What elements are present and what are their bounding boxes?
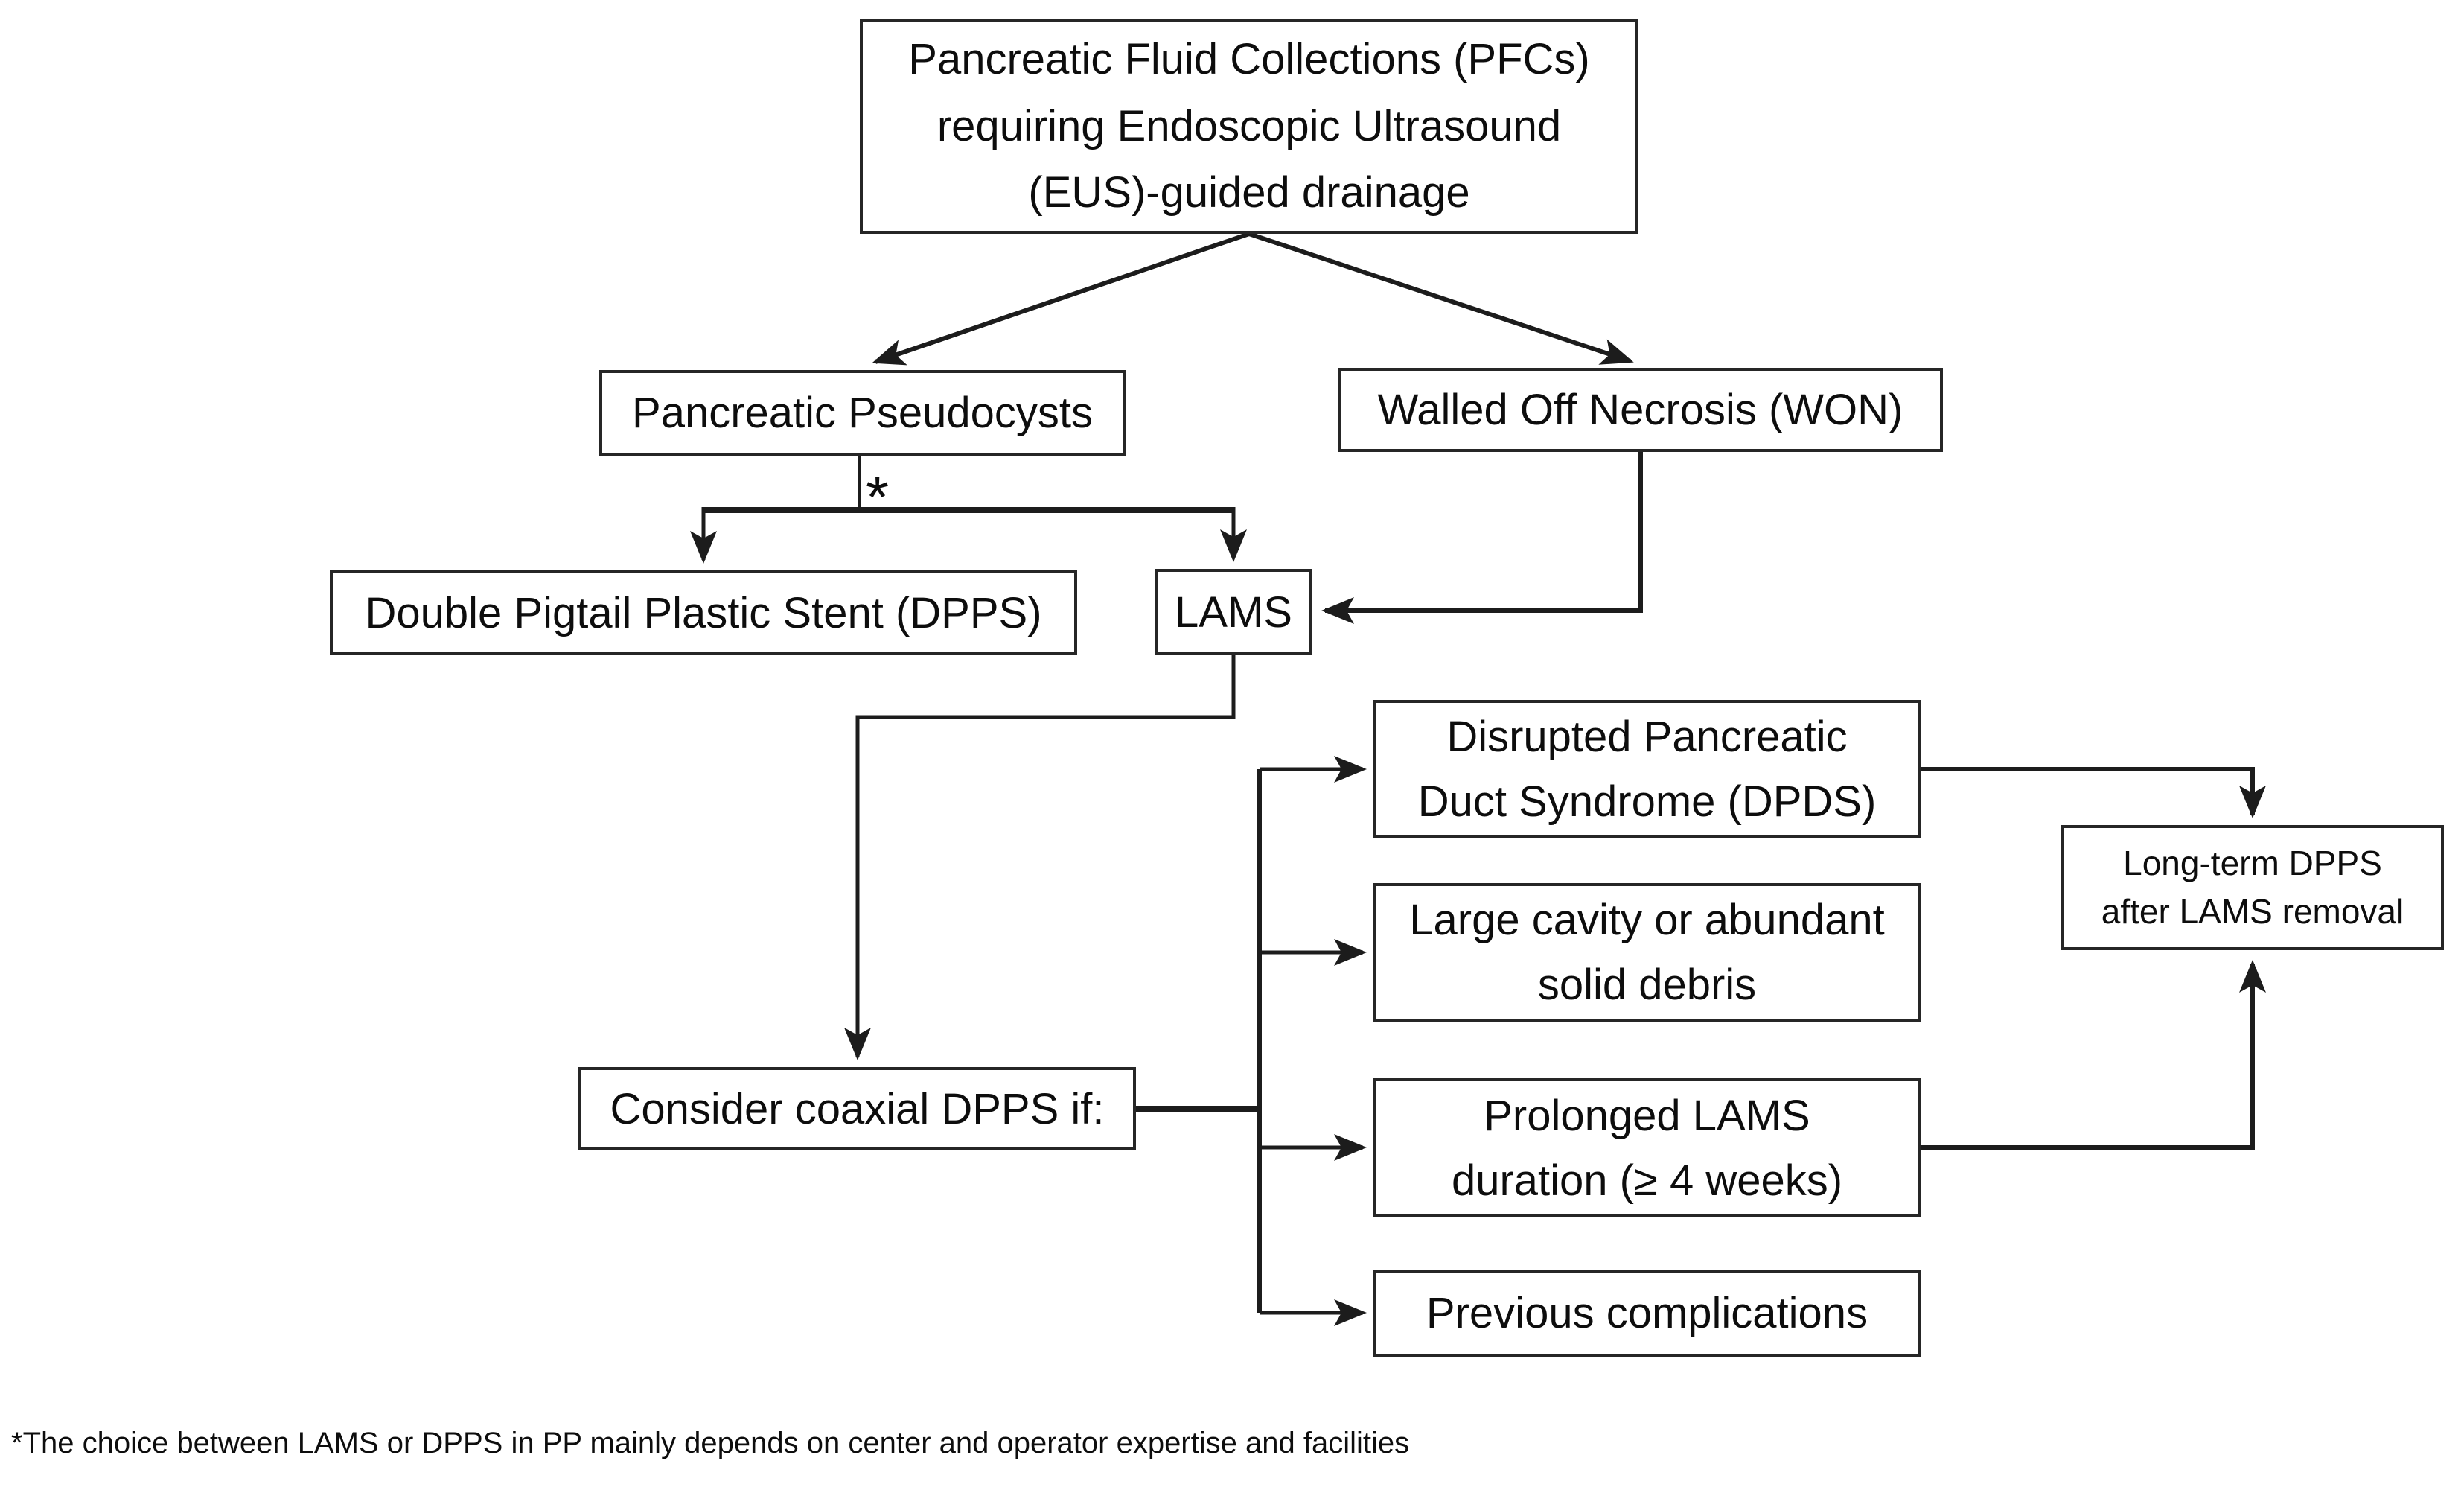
connector-dpds-to-longterm xyxy=(1921,767,2266,818)
node-prolonged-lams-label: Prolonged LAMS duration (≥ 4 weeks) xyxy=(1451,1091,1843,1205)
node-previous-complications-label: Previous complications xyxy=(1426,1289,1868,1337)
node-pfc-label: Pancreatic Fluid Collections (PFCs) requ… xyxy=(908,34,1590,217)
node-pancreatic-pseudocysts-label: Pancreatic Pseudocysts xyxy=(632,389,1093,437)
asterisk-annotation: * xyxy=(866,464,890,530)
node-lams: LAMS xyxy=(1155,569,1312,655)
node-previous-complications: Previous complications xyxy=(1373,1270,1921,1357)
node-dpds-syndrome: Disrupted Pancreatic Duct Syndrome (DPDS… xyxy=(1373,700,1921,838)
node-consider-coaxial-label: Consider coaxial DPPS if: xyxy=(610,1084,1105,1133)
node-pfc: Pancreatic Fluid Collections (PFCs) requ… xyxy=(860,19,1638,234)
node-lams-label: LAMS xyxy=(1175,588,1292,637)
node-walled-off-necrosis-label: Walled Off Necrosis (WON) xyxy=(1377,386,1903,434)
connector-won-to-lams xyxy=(1321,452,1643,624)
connector-pfc-to-won xyxy=(1248,232,1634,365)
node-large-cavity: Large cavity or abundant solid debris xyxy=(1373,883,1921,1022)
connector-prolonged-to-longterm xyxy=(1921,960,2266,1150)
node-prolonged-lams: Prolonged LAMS duration (≥ 4 weeks) xyxy=(1373,1078,1921,1217)
connector-lams-to-consider xyxy=(844,655,1236,1060)
footnote-text: *The choice between LAMS or DPPS in PP m… xyxy=(11,1427,1410,1459)
node-long-term-dpps-label: Long-term DPPS after LAMS removal xyxy=(2101,843,2404,931)
node-dpps: Double Pigtail Plastic Stent (DPPS) xyxy=(330,570,1077,655)
node-pancreatic-pseudocysts: Pancreatic Pseudocysts xyxy=(599,370,1126,456)
node-large-cavity-label: Large cavity or abundant solid debris xyxy=(1409,896,1885,1009)
node-long-term-dpps: Long-term DPPS after LAMS removal xyxy=(2061,825,2444,950)
node-dpds-syndrome-label: Disrupted Pancreatic Duct Syndrome (DPDS… xyxy=(1417,713,1877,826)
connector-pfc-to-pseudocysts xyxy=(872,232,1250,366)
node-walled-off-necrosis: Walled Off Necrosis (WON) xyxy=(1338,368,1943,452)
node-dpps-label: Double Pigtail Plastic Stent (DPPS) xyxy=(365,588,1042,637)
node-consider-coaxial: Consider coaxial DPPS if: xyxy=(578,1067,1136,1150)
